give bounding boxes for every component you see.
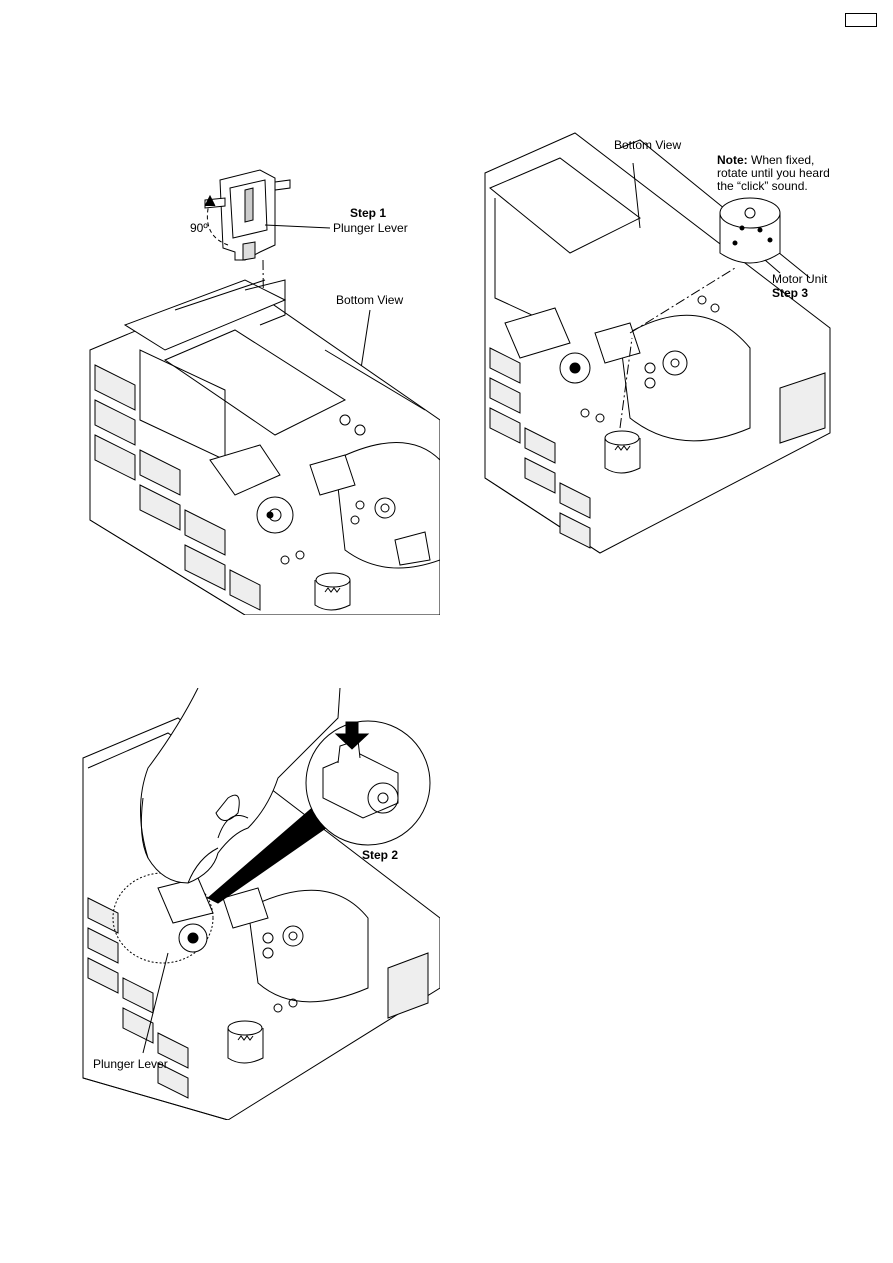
plunger-lever-part bbox=[204, 169, 291, 261]
motor-unit-part bbox=[719, 197, 781, 264]
step1-part-label: Plunger Lever bbox=[333, 221, 408, 235]
note-line1: Note: When fixed, bbox=[717, 153, 814, 167]
step1-label: Step 1 bbox=[350, 206, 387, 220]
figure-step3-illustration bbox=[480, 128, 835, 556]
figure-step1-illustration bbox=[85, 160, 440, 615]
motor-unit-label: Motor Unit bbox=[772, 272, 828, 286]
step3-view-label: Bottom View bbox=[614, 138, 682, 152]
step2-part-label: Plunger Lever bbox=[93, 1057, 168, 1071]
note-bold: Note: bbox=[717, 153, 748, 167]
note-line3: the “click” sound. bbox=[717, 179, 808, 193]
rotation-angle-label: 90º bbox=[190, 221, 208, 235]
step2-label: Step 2 bbox=[362, 848, 399, 862]
step1-view-label: Bottom View bbox=[336, 293, 404, 307]
note-line2: rotate until you heard bbox=[717, 166, 830, 180]
hand-illustration bbox=[140, 688, 341, 884]
step3-label: Step 3 bbox=[772, 286, 809, 300]
page-number-box bbox=[845, 13, 877, 27]
detail-inset bbox=[305, 720, 431, 846]
note-rest: When fixed, bbox=[747, 153, 815, 167]
figure-step2-illustration bbox=[78, 688, 440, 1120]
